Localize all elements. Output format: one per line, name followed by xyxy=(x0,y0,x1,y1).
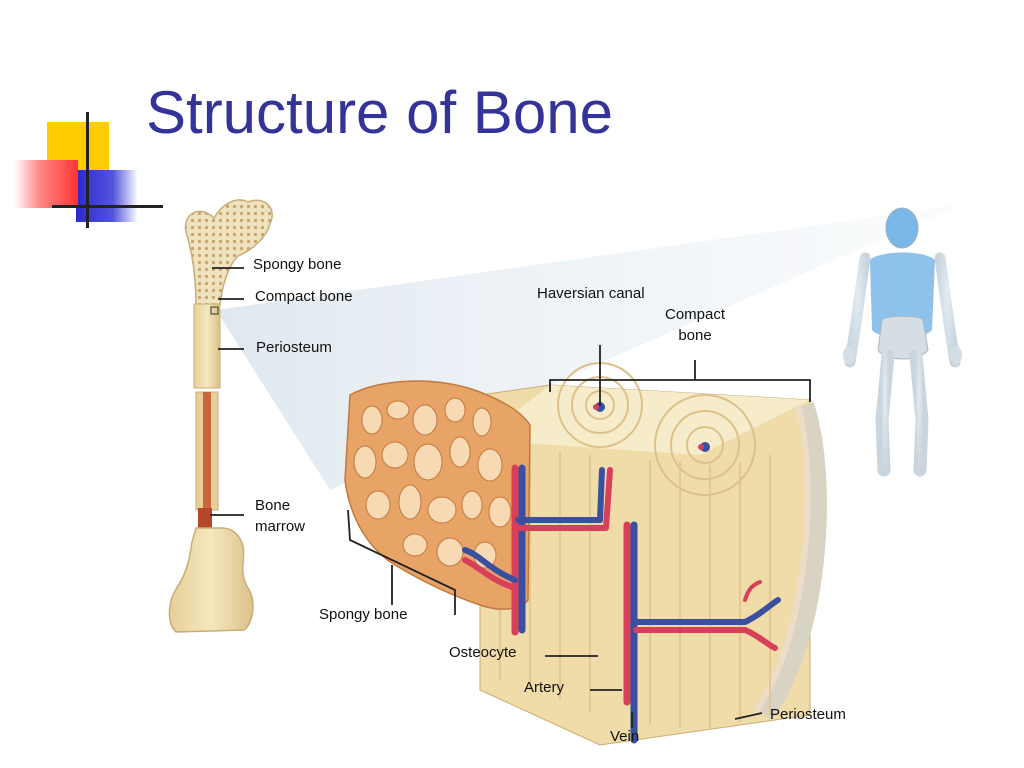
label-spongy-bone-bottom: Spongy bone xyxy=(319,606,408,623)
label-periosteum-right: Periosteum xyxy=(770,706,846,723)
label-osteocyte: Osteocyte xyxy=(449,644,517,661)
long-bone xyxy=(168,199,273,633)
label-compact-bone-left: Compact bone xyxy=(255,288,353,305)
label-haversian-canal: Haversian canal xyxy=(537,285,645,302)
label-vein: Vein xyxy=(610,728,640,745)
label-bone-marrow: Bone marrow xyxy=(255,497,306,535)
skeleton-figure xyxy=(843,207,962,477)
decoration-red-square xyxy=(14,160,78,208)
decoration-horizontal-line xyxy=(52,205,163,208)
decoration-vertical-line xyxy=(86,112,89,228)
page-title: Structure of Bone xyxy=(146,79,613,146)
spongy-bone-region xyxy=(344,380,531,610)
label-artery: Artery xyxy=(524,679,565,696)
leader-lines xyxy=(210,267,811,728)
label-compact-bone-right: Compact bone xyxy=(664,306,726,344)
bone-cross-section xyxy=(479,362,827,746)
label-spongy-bone-top: Spongy bone xyxy=(253,256,342,273)
label-periosteum-left: Periosteum xyxy=(256,339,332,356)
blood-vessels xyxy=(462,464,781,744)
